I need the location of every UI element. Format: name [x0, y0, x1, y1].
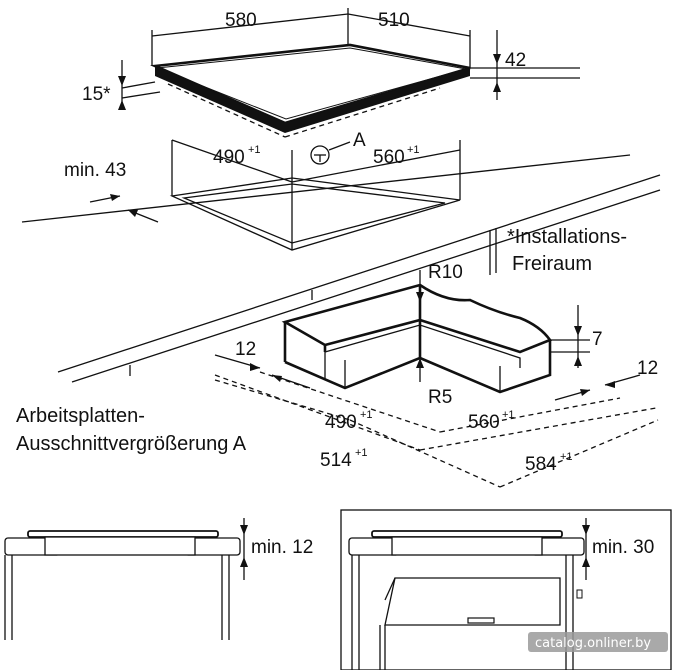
cut-width-tol: +1	[248, 144, 261, 156]
cut-width-label: 490	[213, 147, 245, 168]
detail-perspective	[214, 270, 659, 488]
inner-width-tol: +1	[360, 409, 373, 421]
section-right-gap-label: min. 30	[592, 537, 654, 558]
outer-depth-tol: +1	[560, 451, 573, 463]
watermark-text: catalog.onliner.by	[535, 636, 651, 651]
cut-depth-label: 560	[373, 147, 405, 168]
inner-depth-tol: +1	[502, 409, 515, 421]
outer-width-label: 514	[320, 450, 352, 471]
dim-width-label: 580	[225, 10, 257, 31]
dimension-lines-top	[118, 8, 580, 110]
step-height-label: 7	[592, 329, 603, 350]
detail-caption-line1: Arbeitsplatten-	[16, 405, 145, 427]
worktop-perspective	[21, 139, 661, 383]
watermark-badge	[528, 632, 668, 652]
inner-depth-label: 560	[468, 412, 500, 433]
cut-depth-tol: +1	[407, 144, 420, 156]
section-left	[4, 518, 248, 640]
outer-depth-label: 584	[525, 454, 557, 475]
min-front-label: min. 43	[64, 160, 126, 181]
dim-edge-label: 15*	[82, 84, 111, 105]
radius-inner-label: R5	[428, 387, 452, 408]
step-left-label: 12	[235, 339, 256, 360]
section-left-gap-label: min. 12	[251, 537, 313, 558]
detail-marker-label: A	[353, 130, 366, 151]
outer-width-tol: +1	[355, 447, 368, 459]
radius-outer-label: R10	[428, 262, 463, 283]
step-right-label: 12	[637, 358, 658, 379]
dim-height-label: 42	[505, 50, 526, 71]
section-right	[340, 509, 672, 670]
detail-caption-line2: Ausschnittvergrößerung A	[16, 433, 247, 455]
note-line2: Freiraum	[512, 253, 592, 275]
hob-perspective	[150, 43, 471, 138]
dim-depth-label: 510	[378, 10, 410, 31]
note-line1: *Installations-	[507, 226, 627, 248]
inner-width-label: 490	[325, 412, 357, 433]
